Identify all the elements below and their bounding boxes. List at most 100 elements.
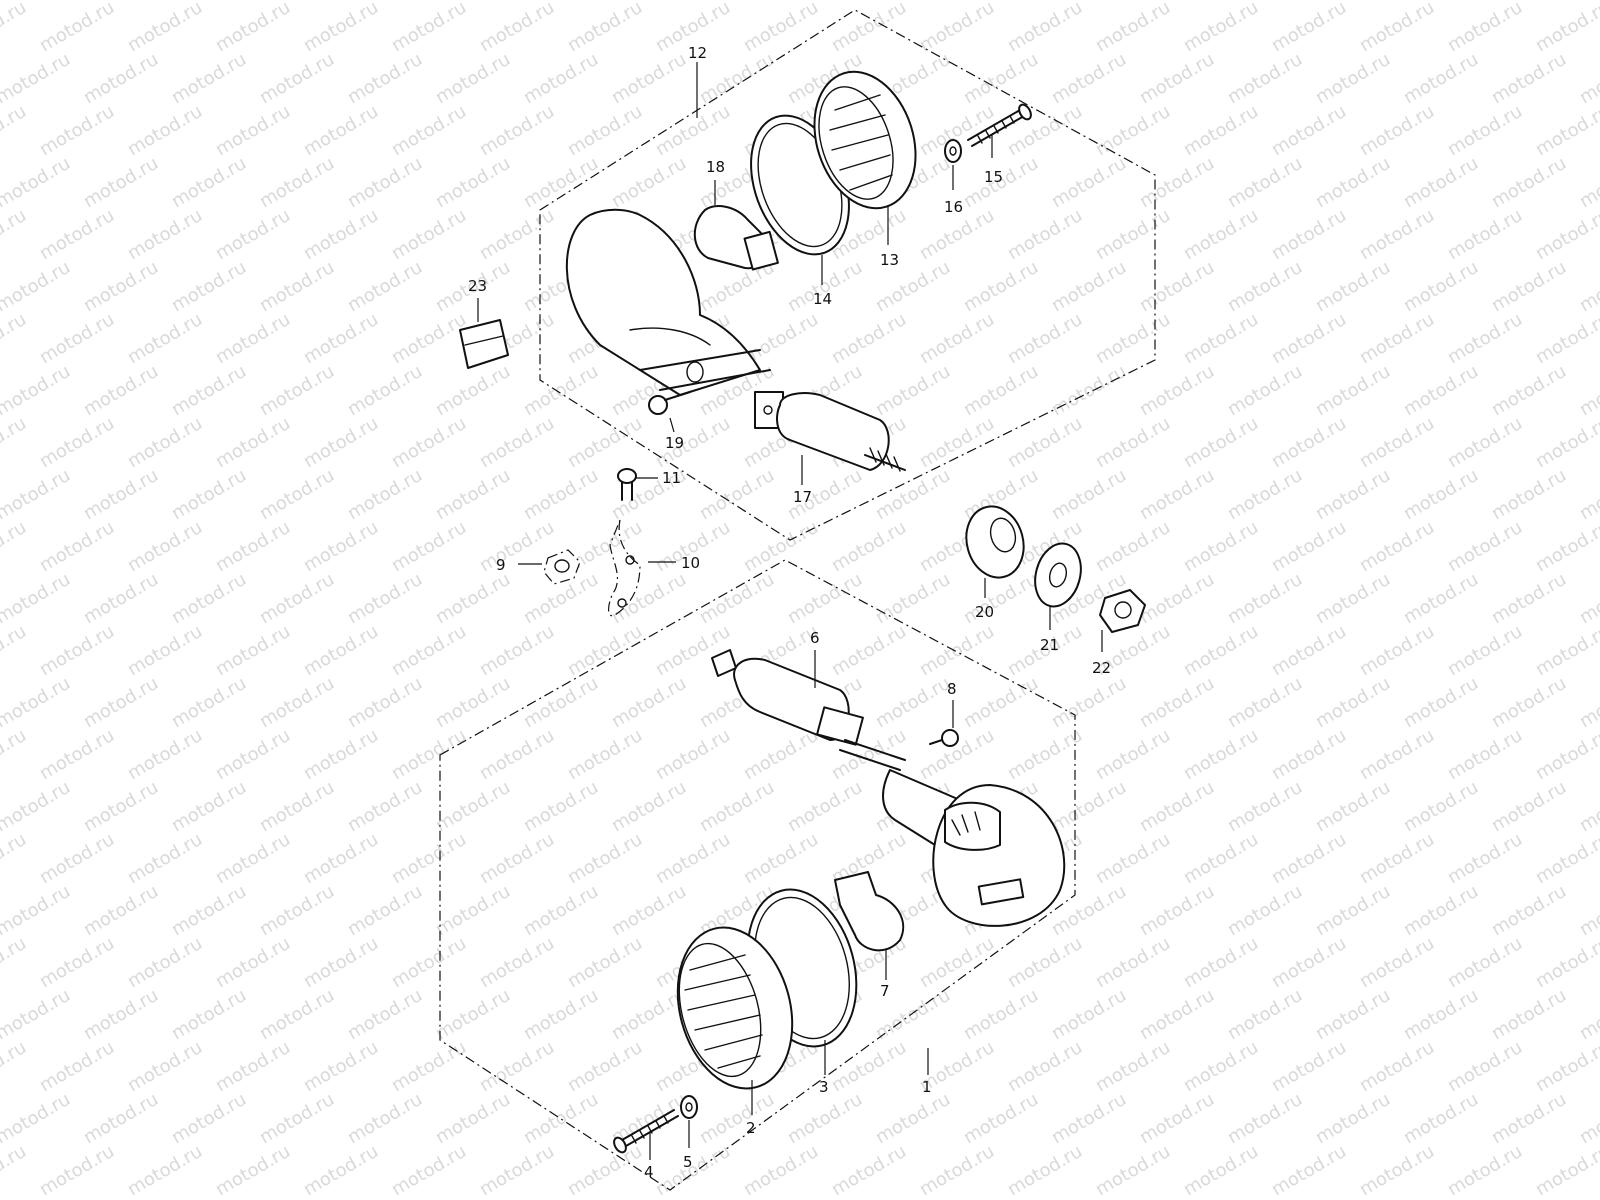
watermark-text: motod.ru [0, 725, 30, 784]
watermark-text: motod.ru [0, 829, 30, 888]
watermark-text: motod.ru [740, 517, 822, 576]
upper-lamp-housing [565, 208, 906, 472]
watermark-text: motod.ru [564, 621, 646, 680]
callout-22: 22 [1092, 659, 1111, 677]
watermark-text: motod.ru [608, 673, 690, 732]
watermark-text: motod.ru [1004, 0, 1086, 56]
watermark-text: motod.ru [36, 1141, 118, 1200]
watermark-text: motod.ru [960, 1089, 1042, 1148]
watermark-text: motod.ru [256, 0, 338, 4]
watermark-text: motod.ru [344, 985, 426, 1044]
watermark-text: motod.ru [476, 1037, 558, 1096]
watermark-text: motod.ru [432, 465, 514, 524]
watermark-text: motod.ru [1312, 985, 1394, 1044]
screw-part-19 [648, 391, 691, 433]
clip-part-23 [459, 298, 509, 369]
watermark-text: motod.ru [1224, 881, 1306, 940]
watermark-text: motod.ru [80, 1089, 162, 1148]
watermark-text: motod.ru [1488, 465, 1570, 524]
watermark-text: motod.ru [1092, 517, 1174, 576]
watermark-text: motod.ru [1224, 361, 1306, 420]
watermark-text: motod.ru [1312, 1089, 1394, 1148]
watermark-text: motod.ru [80, 0, 162, 4]
watermark-text: motod.ru [1444, 725, 1526, 784]
watermark-text: motod.ru [1180, 829, 1262, 888]
watermark-text: motod.ru [1356, 725, 1438, 784]
watermark-text: motod.ru [344, 361, 426, 420]
watermark-text: motod.ru [432, 881, 514, 940]
watermark-text: motod.ru [256, 49, 338, 108]
watermark-text: motod.ru [1136, 985, 1218, 1044]
watermark-text: motod.ru [1532, 1037, 1600, 1096]
watermark-text: motod.ru [1444, 1141, 1526, 1200]
watermark-text: motod.ru [1312, 153, 1394, 212]
watermark-text: motod.ru [0, 933, 30, 992]
watermark-text: motod.ru [828, 1141, 910, 1200]
watermark-text: motod.ru [476, 621, 558, 680]
bulb-part-18 [693, 180, 779, 271]
watermark-text: motod.ru [0, 153, 74, 212]
watermark-text: motod.ru [1268, 101, 1350, 160]
callout-9: 9 [496, 556, 506, 574]
watermark-text: motod.ru [1576, 49, 1600, 108]
watermark-text: motod.ru [652, 1141, 734, 1200]
watermark-text: motod.ru [564, 1141, 646, 1200]
watermark-text: motod.ru [1576, 153, 1600, 212]
watermark-text: motod.ru [388, 101, 470, 160]
screw-part-8 [929, 700, 959, 747]
watermark-text: motod.ru [1048, 361, 1130, 420]
lens-part-13 [813, 70, 917, 245]
watermark-text: motod.ru [0, 465, 74, 524]
watermark-text: motod.ru [1532, 309, 1600, 368]
callout-labels: 12 18 15 16 13 14 23 19 11 17 9 10 20 21… [468, 44, 1111, 1181]
watermark-text: motod.ru [476, 413, 558, 472]
watermark-text: motod.ru [1048, 777, 1130, 836]
watermark-text: motod.ru [1400, 673, 1482, 732]
watermark-text: motod.ru [168, 153, 250, 212]
lower-lamp-housing [882, 769, 1066, 927]
watermark-text: motod.ru [1048, 673, 1130, 732]
watermark-text: motod.ru [1444, 0, 1526, 56]
watermark-text: motod.ru [1180, 1141, 1262, 1200]
watermark-text: motod.ru [388, 1141, 470, 1200]
washer-part-16 [944, 139, 962, 190]
watermark-text: motod.ru [300, 309, 382, 368]
watermark-text: motod.ru [1400, 1089, 1482, 1148]
bracket-part-10 [608, 519, 676, 617]
callout-1: 1 [922, 1078, 932, 1096]
watermark-text: motod.ru [36, 621, 118, 680]
watermark-text: motod.ru [1224, 569, 1306, 628]
watermark-text: motod.ru [1092, 933, 1174, 992]
watermark-text: motod.ru [80, 257, 162, 316]
watermark-text: motod.ru [80, 985, 162, 1044]
watermark-text: motod.ru [1312, 881, 1394, 940]
watermark-text: motod.ru [1488, 49, 1570, 108]
watermark-text: motod.ru [212, 101, 294, 160]
watermark-text: motod.ru [1048, 49, 1130, 108]
watermark-text: motod.ru [916, 933, 998, 992]
watermark-text: motod.ru [256, 777, 338, 836]
watermark-text: motod.ru [0, 1037, 30, 1096]
watermark-text: motod.ru [564, 101, 646, 160]
callout-23: 23 [468, 277, 487, 295]
watermark-text: motod.ru [1268, 413, 1350, 472]
watermark-text: motod.ru [828, 0, 910, 56]
watermark-text: motod.ru [1488, 0, 1570, 4]
watermark-text: motod.ru [0, 777, 74, 836]
screw-part-15 [967, 103, 1032, 158]
watermark-text: motod.ru [1532, 621, 1600, 680]
watermark-text: motod.ru [1312, 569, 1394, 628]
watermark-text: motod.ru [300, 1037, 382, 1096]
watermark-text: motod.ru [1092, 0, 1174, 56]
washer-part-5 [680, 1095, 698, 1148]
watermark-text: motod.ru [916, 413, 998, 472]
watermark-text: motod.ru [388, 725, 470, 784]
watermark-text: motod.ru [1048, 1089, 1130, 1148]
watermark-text: motod.ru [1224, 153, 1306, 212]
watermark-text: motod.ru [1356, 933, 1438, 992]
watermark-text: motod.ru [36, 933, 118, 992]
watermark-text: motod.ru [0, 0, 30, 56]
watermark-text: motod.ru [520, 881, 602, 940]
watermark-text: motod.ru [124, 0, 206, 56]
